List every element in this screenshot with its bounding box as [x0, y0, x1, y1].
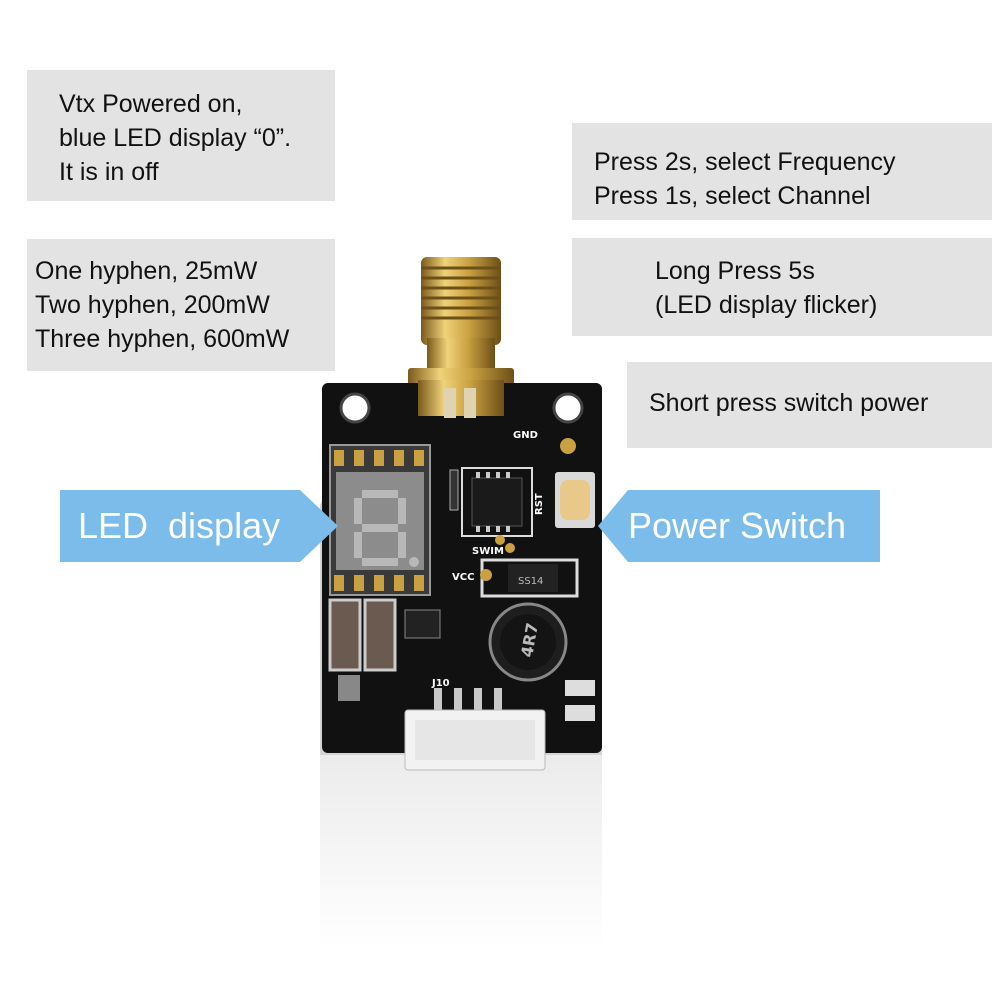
power-level-note: One hyphen, 25mW Two hyphen, 200mW Three…: [27, 239, 335, 371]
power-switch-button: [555, 472, 595, 528]
silk-diode: SS14: [518, 576, 543, 587]
mcu-chip: [449, 467, 533, 537]
long-press-line-1: Long Press 5s: [655, 257, 815, 285]
capacitor-right: [363, 598, 397, 672]
power-switch-arrow: [598, 490, 880, 562]
diode: [508, 564, 558, 592]
power-on-line-2: blue LED display “0”.: [59, 124, 292, 152]
button-press-note: Press 2s, select Frequency Press 1s, sel…: [572, 123, 992, 220]
vtx-board-svg: GND SWIM VCC J10 RST SS14 4R7: [310, 257, 610, 1000]
power-switch-label: Power Switch: [628, 505, 847, 546]
silk-rst: RST: [534, 493, 545, 515]
button-press-line-2: Press 1s, select Channel: [594, 182, 871, 210]
capacitor-left: [328, 598, 362, 672]
power-switch-callout: Power Switch: [598, 490, 880, 562]
smd-part-2: [565, 705, 595, 721]
power-on-note: Vtx Powered on, blue LED display “0”. It…: [27, 70, 335, 201]
short-press-line: Short press switch power: [649, 389, 929, 417]
power-level-line-2: Two hyphen, 200mW: [35, 291, 270, 319]
resistor-array: [404, 609, 441, 639]
silk-j10: J10: [431, 678, 450, 689]
long-press-note: Long Press 5s (LED display flicker): [572, 238, 992, 336]
silk-swim: SWIM: [472, 546, 504, 557]
smd-part-1: [565, 680, 595, 696]
power-on-line-1: Vtx Powered on,: [59, 90, 243, 118]
mount-hole-left: [339, 392, 371, 424]
led-display-callout: LED display: [60, 490, 340, 562]
power-on-line-3: It is in off: [59, 158, 159, 186]
jst-connector: [404, 688, 546, 771]
led-display-arrow: [60, 490, 338, 562]
long-press-line-2: (LED display flicker): [655, 291, 878, 319]
short-press-note: Short press switch power: [627, 362, 992, 448]
seven-segment-display: [329, 444, 431, 596]
led-display-label: LED display: [78, 505, 281, 546]
power-level-line-3: Three hyphen, 600mW: [35, 325, 290, 353]
mount-hole-right: [552, 392, 584, 424]
test-pad: [560, 438, 576, 454]
vtx-board-illustration: GND SWIM VCC J10 RST SS14 4R7: [310, 250, 610, 1000]
smd-part-3: [338, 675, 360, 701]
silk-gnd: GND: [513, 430, 538, 441]
power-level-line-1: One hyphen, 25mW: [35, 257, 258, 285]
silk-vcc: VCC: [452, 572, 474, 583]
button-press-line-1: Press 2s, select Frequency: [594, 148, 896, 176]
